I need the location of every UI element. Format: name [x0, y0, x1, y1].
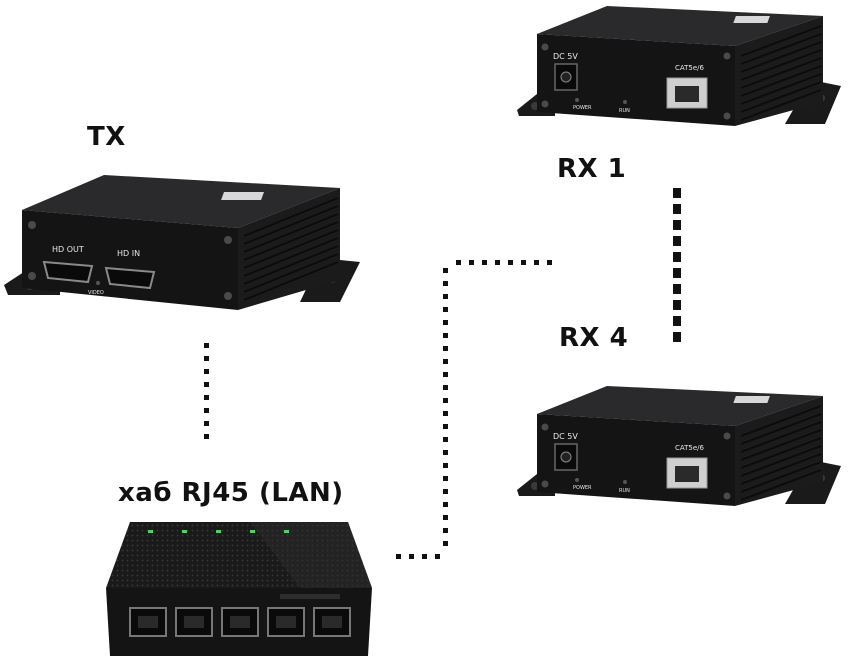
run-led-label: RUN [619, 108, 630, 114]
run-led-label: RUN [619, 488, 630, 494]
cat-label: CAT5e/6 [675, 444, 705, 452]
cat-label: CAT5e/6 [675, 64, 705, 72]
tx-device: HD OUT HD IN VIDEO [4, 175, 360, 310]
rj45-port: CAT5e/6 [666, 64, 708, 109]
hdmi-in-port: HD IN [104, 249, 156, 290]
power-led-label: POWER [573, 485, 592, 491]
rx4-device: DC 5V POWER RUN CAT5e/6 [517, 386, 841, 506]
hdmi-out-label: HD OUT [52, 245, 84, 254]
dc-label: DC 5V [553, 432, 578, 441]
power-led-label: POWER [573, 105, 592, 111]
rx1-rx4-line [673, 188, 681, 342]
rj45-port: CAT5e/6 [666, 444, 708, 489]
video-led-label: VIDEO [88, 290, 104, 296]
dc-label: DC 5V [553, 52, 578, 61]
hdmi-in-label: HD IN [117, 249, 140, 258]
hub-label: хаб RJ45 (LAN) [118, 478, 344, 508]
rx1-device: DC 5V POWER RUN CAT5e/6 [517, 6, 841, 126]
dc-power-jack: DC 5V [553, 52, 578, 91]
tx-label: TX [87, 122, 126, 152]
hub-device [106, 522, 372, 656]
hub-leds [148, 530, 289, 533]
tx-hub-line [204, 343, 209, 439]
rx1-label: RX 1 [557, 154, 627, 184]
dc-power-jack: DC 5V [553, 432, 578, 471]
hdmi-out-port: HD OUT [42, 245, 94, 284]
rx4-label: RX 4 [559, 323, 629, 353]
hub-rx-line [396, 260, 552, 559]
